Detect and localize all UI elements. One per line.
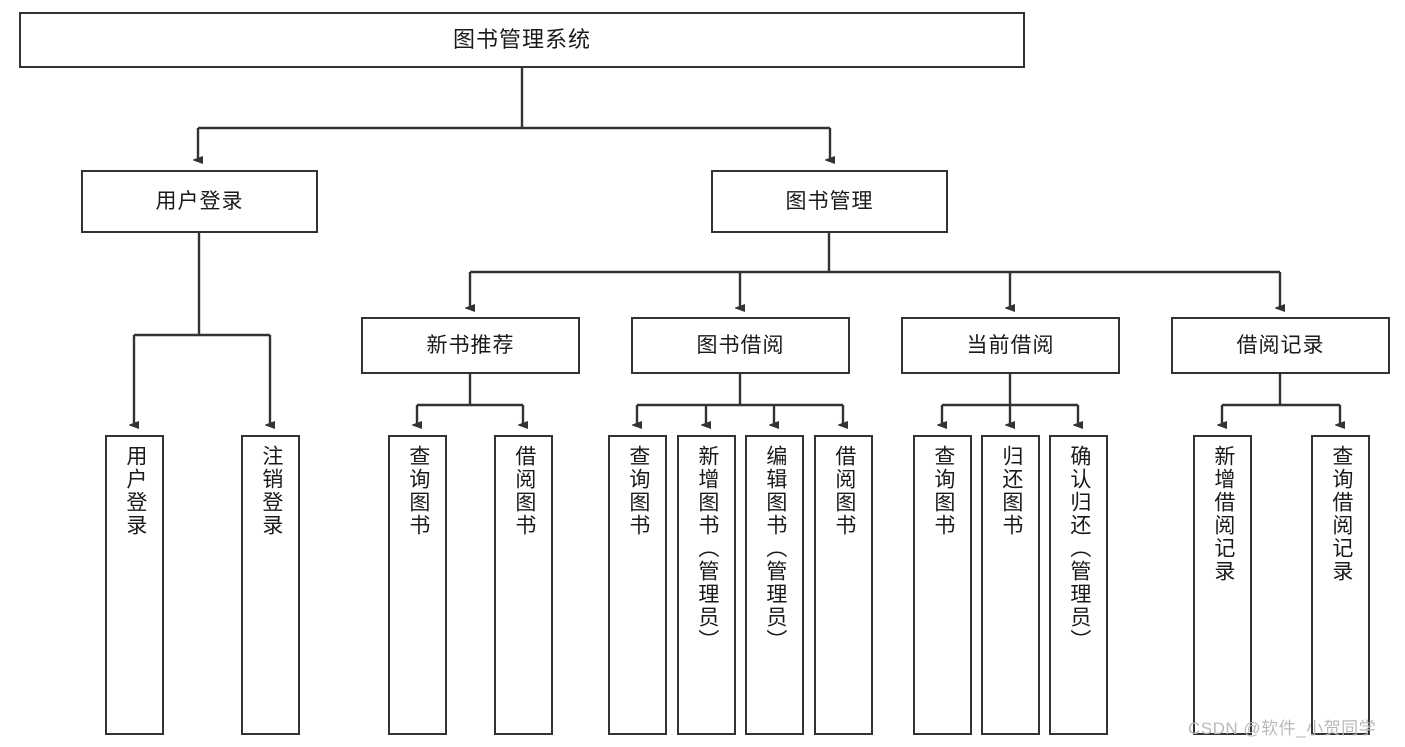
node-label: 新增借阅记录 [1211,445,1235,583]
leaf-return-book[interactable]: 归还图书 [981,435,1040,735]
node-label: 借阅图书 [832,445,856,537]
node-label: 当前借阅 [966,333,1055,357]
node-label: 新增图书（管理员） [695,445,719,652]
leaf-query-book-1[interactable]: 查询图书 [388,435,447,735]
node-current-borrow[interactable]: 当前借阅 [901,317,1120,374]
leaf-add-borrow-record[interactable]: 新增借阅记录 [1193,435,1252,735]
leaf-edit-book[interactable]: 编辑图书（管理员） [745,435,804,735]
node-book-management-system[interactable]: 图书管理系统 [19,12,1025,68]
leaf-query-book-3[interactable]: 查询图书 [913,435,972,735]
node-new-book-recommend[interactable]: 新书推荐 [361,317,580,374]
node-label: 注销登录 [259,445,283,537]
node-book-borrow[interactable]: 图书借阅 [631,317,850,374]
leaf-confirm-return[interactable]: 确认归还（管理员） [1049,435,1108,735]
node-label: 图书管理系统 [452,26,591,52]
leaf-borrow-book-1[interactable]: 借阅图书 [494,435,553,735]
leaf-add-book[interactable]: 新增图书（管理员） [677,435,736,735]
leaf-query-borrow-record[interactable]: 查询借阅记录 [1311,435,1370,735]
node-user-login[interactable]: 用户登录 [81,170,318,233]
leaf-user-login[interactable]: 用户登录 [105,435,164,735]
node-label: 查询图书 [931,445,955,537]
node-label: 确认归还（管理员） [1067,445,1091,652]
node-label: 归还图书 [999,445,1023,537]
node-book-management[interactable]: 图书管理 [711,170,948,233]
leaf-query-book-2[interactable]: 查询图书 [608,435,667,735]
node-label: 用户登录 [123,445,147,537]
node-label: 查询图书 [626,445,650,537]
node-label: 查询借阅记录 [1329,445,1353,583]
leaf-borrow-book-2[interactable]: 借阅图书 [814,435,873,735]
node-label: 图书管理 [785,189,874,213]
node-label: 借阅图书 [512,445,536,537]
node-label: 编辑图书（管理员） [763,445,787,652]
node-label: 借阅记录 [1236,333,1325,357]
node-label: 新书推荐 [426,333,515,357]
node-label: 图书借阅 [696,333,785,357]
node-label: 查询图书 [406,445,430,537]
leaf-logout-login[interactable]: 注销登录 [241,435,300,735]
node-borrow-record[interactable]: 借阅记录 [1171,317,1390,374]
node-label: 用户登录 [155,189,244,213]
csdn-watermark: CSDN @软件_小贺同学 [1188,719,1377,738]
